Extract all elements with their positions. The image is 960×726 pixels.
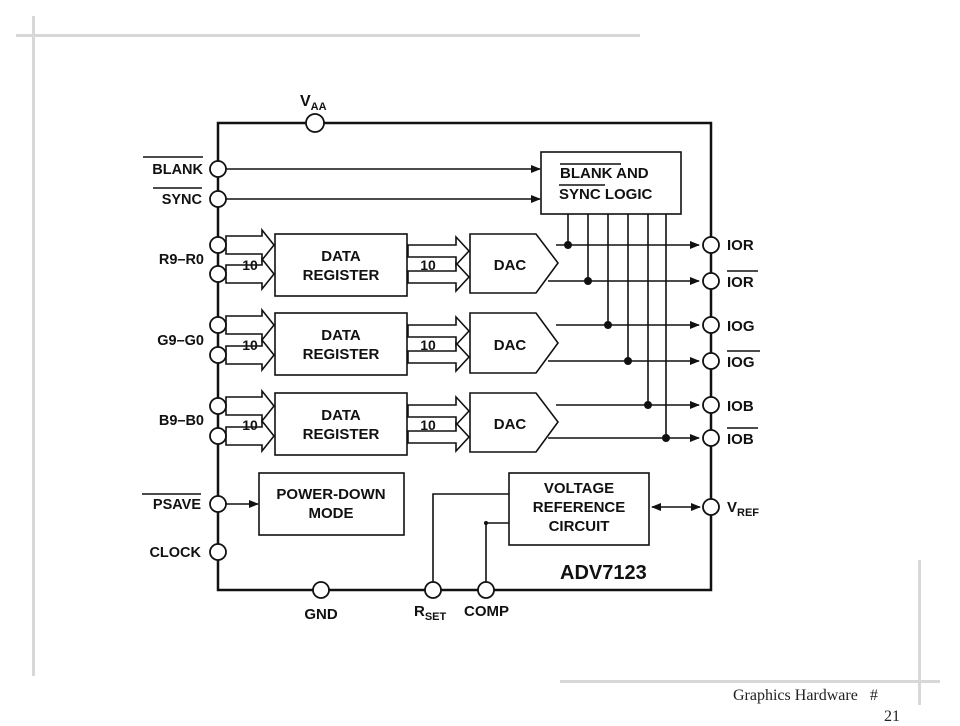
ior-bar-pin <box>702 272 720 290</box>
red-bus-label: R9–R0 <box>159 252 204 268</box>
red-dac-block <box>469 233 559 294</box>
vaa-label: VAA <box>300 93 327 113</box>
comp-label: COMP <box>464 603 509 620</box>
blue-register-line2: REGISTER <box>303 426 380 443</box>
vaa-pin <box>305 113 325 133</box>
green-register-line2: REGISTER <box>303 346 380 363</box>
red-output-width: 10 <box>420 257 436 273</box>
iob-bar-pin <box>702 429 720 447</box>
blank-pin <box>209 160 227 178</box>
slide-footer: Graphics Hardware # <box>733 687 878 705</box>
blue-bus-label: B9–B0 <box>159 413 204 429</box>
psave-label: PSAVE <box>153 497 201 513</box>
footer-slide-marker: # <box>869 687 878 704</box>
iog-bar-label: IOG <box>727 354 755 371</box>
blue-dac-label: DAC <box>494 416 527 433</box>
blue-pin-bottom <box>209 427 227 445</box>
vref-label: VREF <box>727 499 759 519</box>
comp-pin <box>477 581 495 599</box>
red-register-line1: DATA <box>321 248 361 265</box>
green-register-line1: DATA <box>321 327 361 344</box>
vref-block-line1: VOLTAGE <box>544 480 614 497</box>
rset-label: RSET <box>414 603 447 623</box>
rset-pin <box>424 581 442 599</box>
vref-block-line3: CIRCUIT <box>549 518 610 535</box>
ior-pin <box>702 236 720 254</box>
iob-bar-label: IOB <box>727 431 754 448</box>
blue-data-register-block <box>274 392 408 456</box>
green-data-register-block <box>274 312 408 376</box>
gnd-pin <box>312 581 330 599</box>
red-pin-bottom <box>209 265 227 283</box>
blue-dac-block <box>469 392 559 453</box>
red-register-line2: REGISTER <box>303 267 380 284</box>
gnd-label: GND <box>304 606 338 623</box>
blue-pin-top <box>209 397 227 415</box>
sync-pin <box>209 190 227 208</box>
blue-input-width: 10 <box>242 417 258 433</box>
bus-arrows <box>225 227 471 454</box>
vref-pin <box>702 498 720 516</box>
red-pin-top <box>209 236 227 254</box>
top-decor-bar <box>16 34 640 37</box>
power-down-line1: POWER-DOWN <box>276 486 385 503</box>
red-dac-label: DAC <box>494 257 527 274</box>
green-pin-top <box>209 316 227 334</box>
green-input-width: 10 <box>242 337 258 353</box>
left-decor-bar <box>32 16 35 676</box>
iog-pin <box>702 316 720 334</box>
footer-title: Graphics Hardware <box>733 687 858 704</box>
red-data-register-block <box>274 233 408 297</box>
right-decor-bar <box>918 560 921 705</box>
ior-bar-label: IOR <box>727 274 754 291</box>
overbars <box>142 156 760 495</box>
iob-label: IOB <box>727 398 754 415</box>
logic-block-line2: SYNC LOGIC <box>559 186 653 203</box>
iog-label: IOG <box>727 318 755 335</box>
page-number: 21 <box>884 708 900 725</box>
clock-label: CLOCK <box>149 545 201 561</box>
wiring <box>226 165 701 582</box>
blank-sync-logic-block <box>540 151 682 215</box>
clock-pin <box>209 543 227 561</box>
blue-output-width: 10 <box>420 417 436 433</box>
bottom-decor-bar <box>560 680 940 683</box>
green-bus-label: G9–G0 <box>157 333 204 349</box>
power-down-line2: MODE <box>309 505 354 522</box>
part-number-label: ADV7123 <box>560 562 647 584</box>
iob-pin <box>702 396 720 414</box>
blue-register-line1: DATA <box>321 407 361 424</box>
voltage-reference-block <box>508 472 650 546</box>
green-pin-bottom <box>209 346 227 364</box>
green-dac-label: DAC <box>494 337 527 354</box>
sync-label: SYNC <box>162 192 203 208</box>
red-input-width: 10 <box>242 257 258 273</box>
junction-dots <box>484 241 670 525</box>
vref-block-line2: REFERENCE <box>533 499 626 516</box>
psave-pin <box>209 495 227 513</box>
green-output-width: 10 <box>420 337 436 353</box>
ior-label: IOR <box>727 237 754 254</box>
power-down-mode-block <box>258 472 405 536</box>
green-dac-block <box>469 312 559 374</box>
iog-bar-pin <box>702 352 720 370</box>
blank-label: BLANK <box>152 162 203 178</box>
logic-block-line1: BLANK AND <box>560 165 649 182</box>
